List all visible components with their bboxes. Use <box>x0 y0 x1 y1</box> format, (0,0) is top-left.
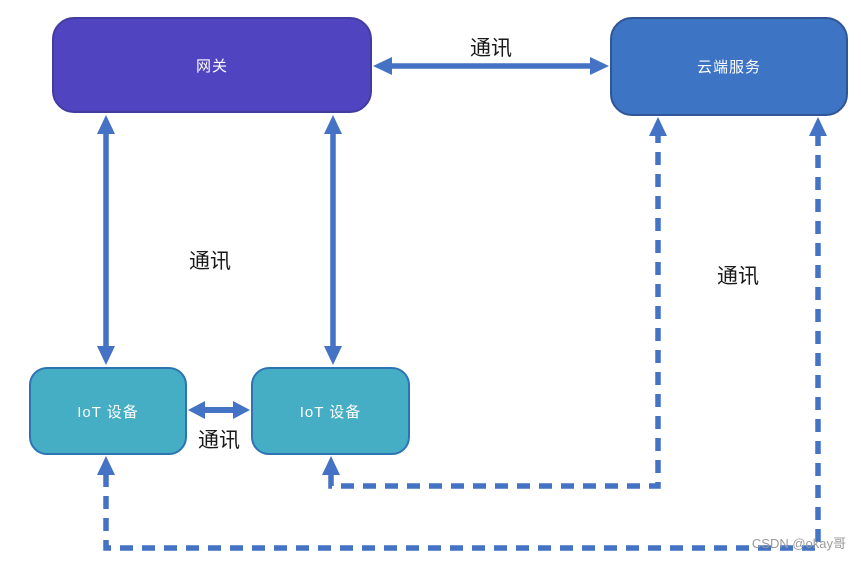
node-iot-device-right-label: IoT 设备 <box>299 403 362 421</box>
node-cloud-service-label: 云端服务 <box>696 59 761 76</box>
arrow-gateway-iot-right <box>324 115 342 365</box>
edge-label-gateway-cloud: 通讯 <box>470 37 512 60</box>
edge-label-iot-iot: 通讯 <box>198 429 240 452</box>
node-gateway: 网关 <box>52 17 372 113</box>
watermark-text: CSDN @okay哥 <box>751 536 846 551</box>
arrow-gateway-iot-left <box>97 115 115 365</box>
node-iot-device-left: IoT 设备 <box>29 367 187 455</box>
edge-label-gateway-iot: 通讯 <box>189 250 231 273</box>
edge-label-iot-cloud: 通讯 <box>717 265 759 288</box>
node-cloud-service: 云端服务 <box>610 17 848 116</box>
node-iot-device-left-label: IoT 设备 <box>77 403 139 421</box>
dashed-arrow-iot-right-cloud <box>322 117 667 489</box>
arrow-gateway-cloud <box>373 57 609 75</box>
arrow-iot-iot <box>188 401 250 419</box>
dashed-arrow-iot-left-cloud <box>97 117 827 551</box>
node-iot-device-right: IoT 设备 <box>251 367 410 455</box>
node-gateway-label: 网关 <box>195 57 228 75</box>
